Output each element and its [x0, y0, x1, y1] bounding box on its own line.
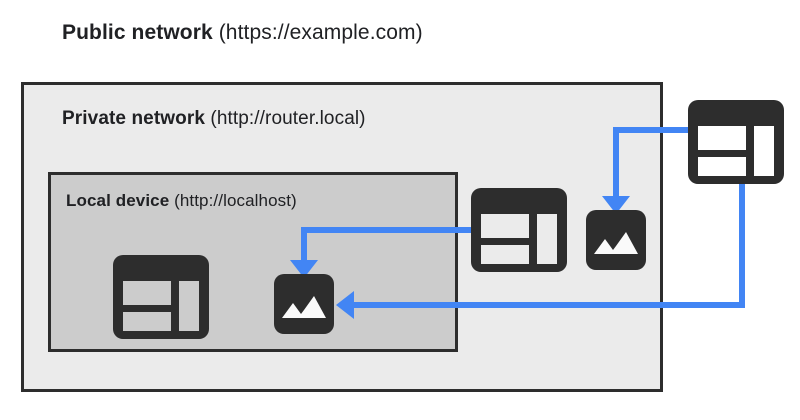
private-network-url: (http://router.local): [210, 108, 366, 129]
image-icon[interactable]: [586, 210, 646, 270]
private-network-title: Private network (http://router.local): [62, 109, 366, 128]
public-network-title: Public network (https://example.com): [62, 22, 423, 43]
private-network-label: Private network: [62, 108, 205, 129]
window-icon[interactable]: [471, 188, 567, 272]
local-device-url: (http://localhost): [174, 191, 297, 210]
window-icon[interactable]: [113, 255, 209, 339]
window-icon[interactable]: [688, 100, 784, 184]
local-device-title: Local device (http://localhost): [66, 192, 297, 209]
local-device-label: Local device: [66, 191, 170, 210]
public-network-label: Public network: [62, 21, 213, 44]
public-network-url: (https://example.com): [218, 21, 423, 44]
image-icon[interactable]: [274, 274, 334, 334]
